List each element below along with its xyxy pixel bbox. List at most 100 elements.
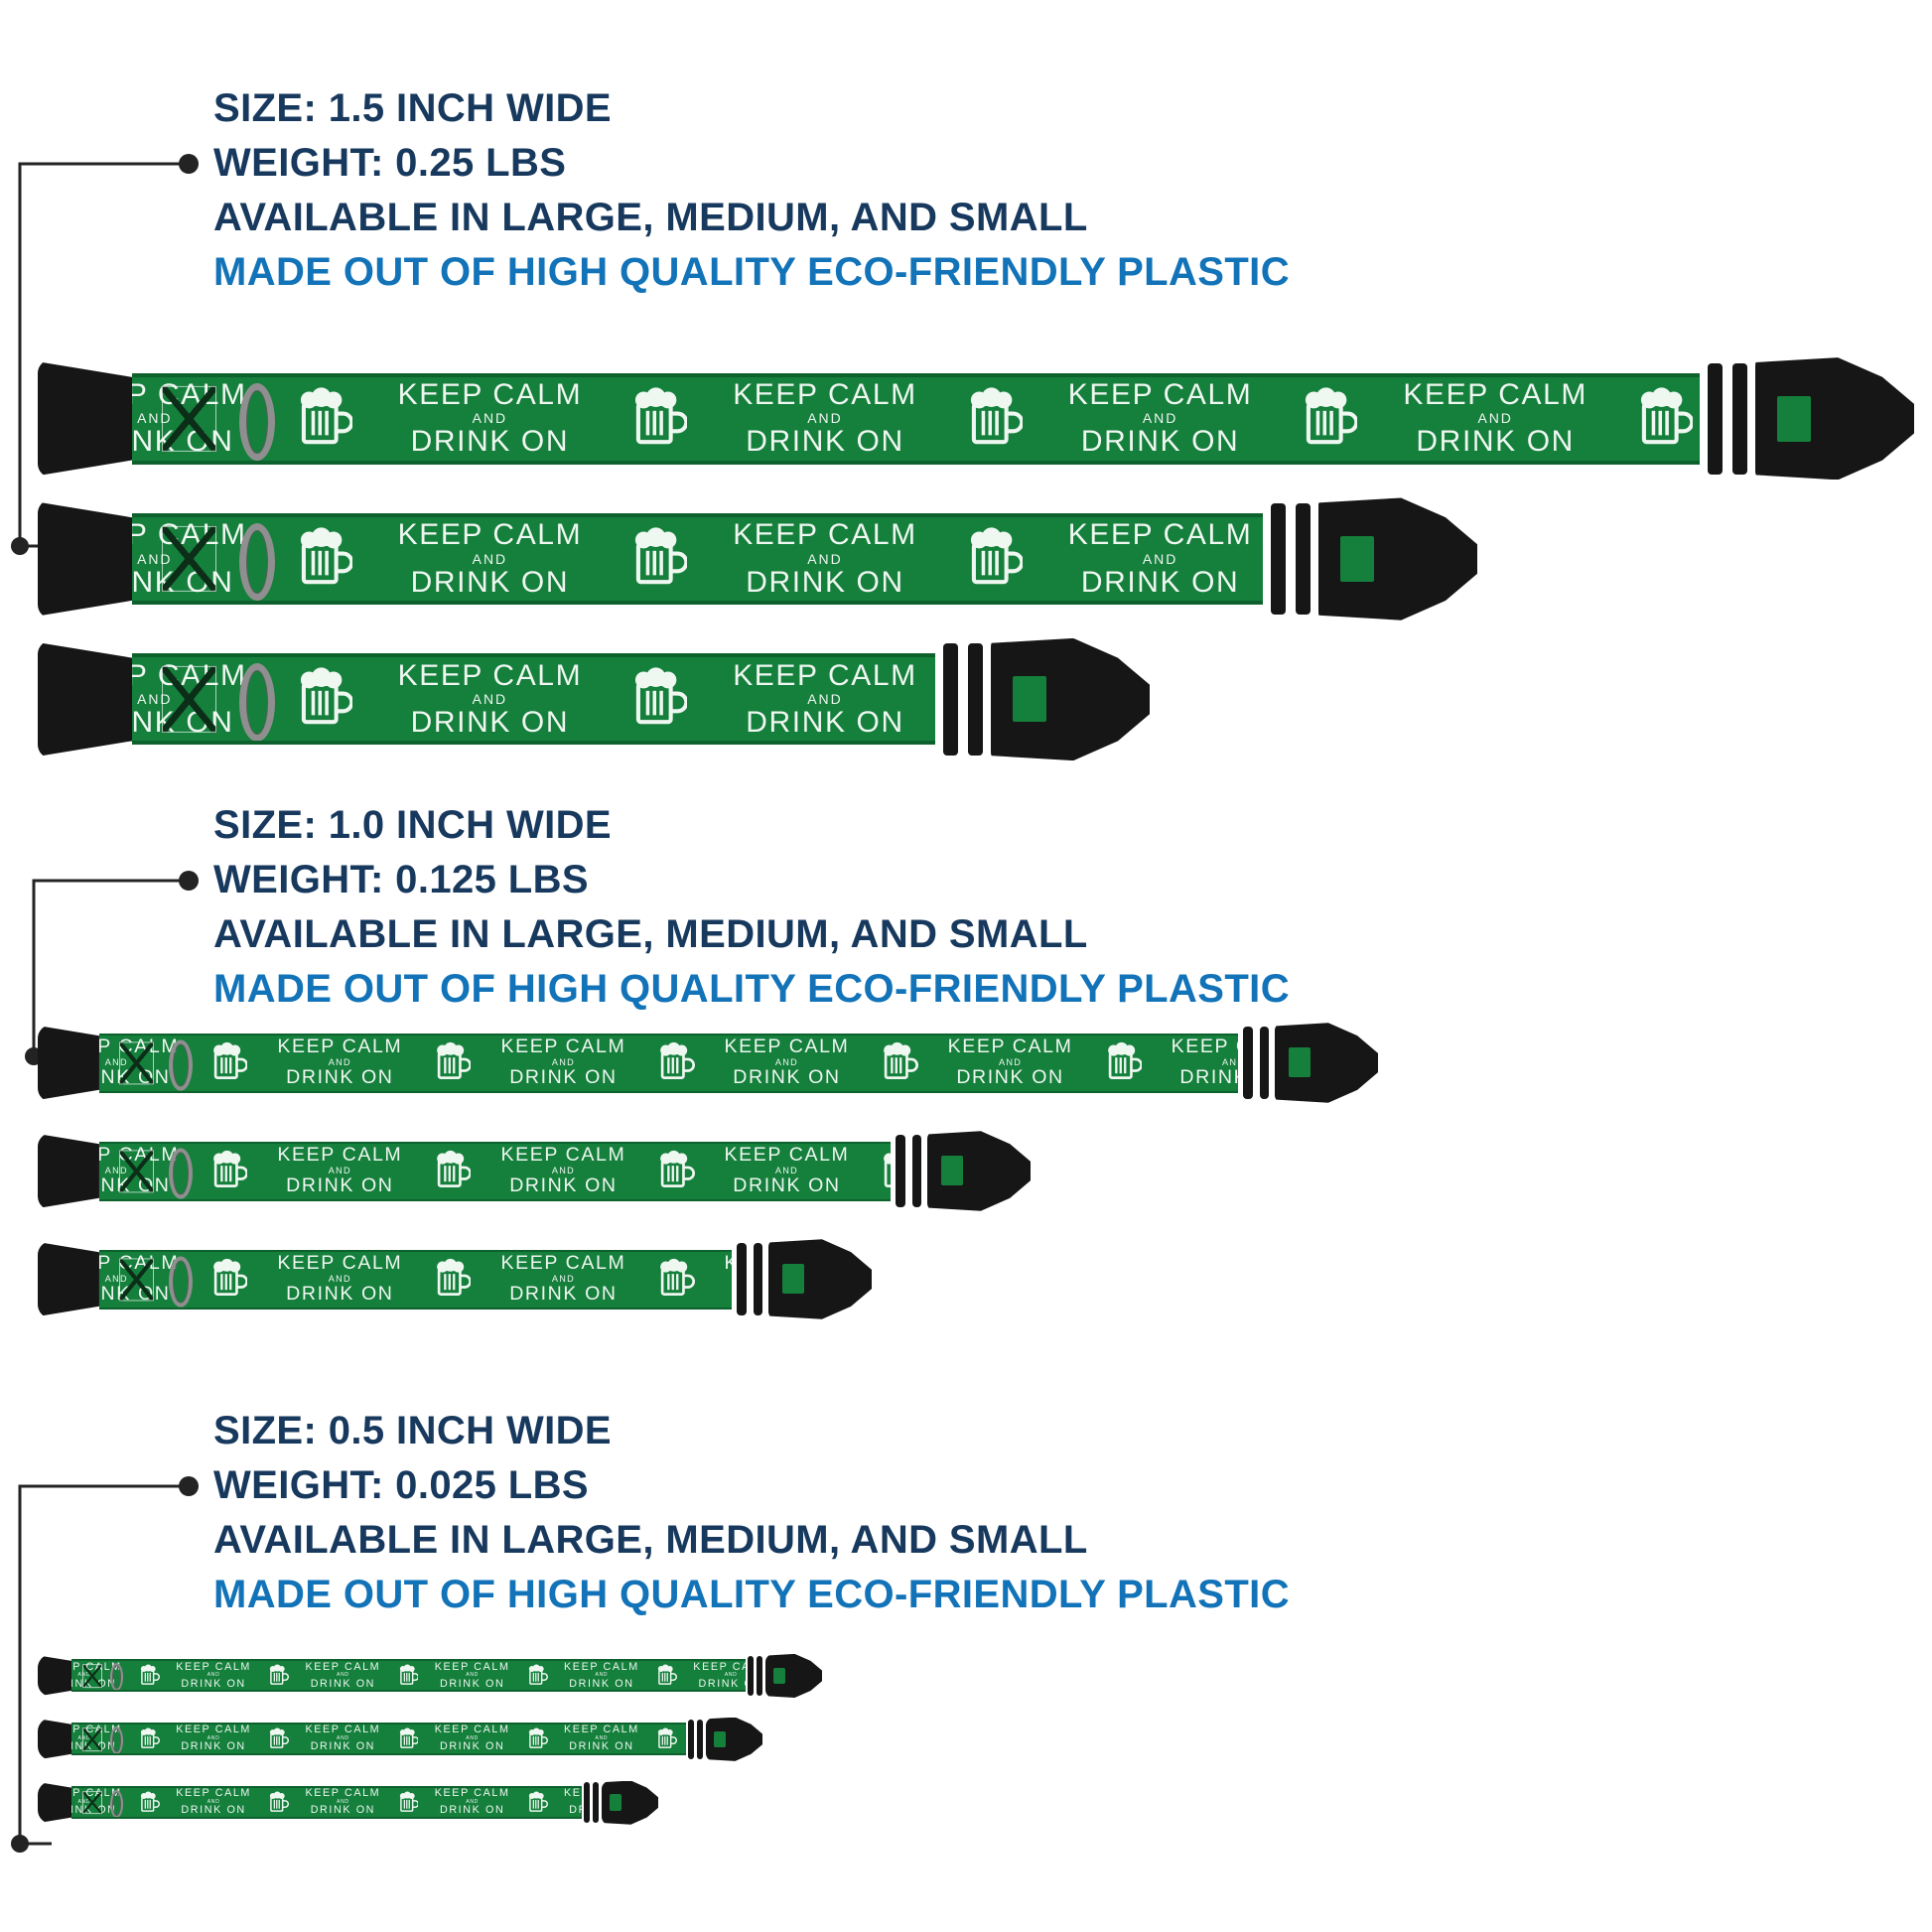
section-0-5-inch: SIZE: 0.5 INCH WIDE WEIGHT: 0.025 LBS AV… (0, 1392, 1932, 1918)
left-buckle (38, 1134, 99, 1208)
right-buckle (767, 1239, 872, 1319)
tri-glide-slider (1708, 362, 1747, 475)
weight-spec: WEIGHT: 0.025 LBS (213, 1463, 589, 1507)
availability-spec: AVAILABLE IN LARGE, MEDIUM, AND SMALL (213, 912, 1088, 956)
collar-text-line1: KEEP CALM (176, 1660, 251, 1673)
left-buckle (38, 1242, 99, 1316)
collar-text-line2: AND (774, 1056, 799, 1067)
beer-mug-icon (300, 667, 352, 725)
collar-text-line1: KEEP CALM (305, 1787, 381, 1800)
stitch-box (118, 1040, 155, 1085)
left-buckle (38, 1026, 99, 1100)
spec-text-block: SIZE: 1.0 INCH WIDE WEIGHT: 0.125 LBS AV… (213, 798, 1290, 1017)
collar-text-line1: KEEP CALM (564, 1787, 582, 1800)
beer-mug-icon (270, 1791, 289, 1812)
d-ring (239, 382, 275, 461)
beer-mug-icon (213, 1258, 248, 1296)
slider-bar (688, 1719, 694, 1759)
collar-text-line2: AND (807, 550, 843, 567)
collar-text-line1: KEEP CALM (397, 377, 583, 411)
beer-mug-icon (399, 1791, 419, 1812)
beer-mug-icon (300, 387, 352, 444)
right-buckle (601, 1780, 658, 1825)
stitch-box (118, 1149, 155, 1193)
collar-text-line2: AND (1142, 550, 1178, 567)
right-buckle (991, 637, 1150, 761)
tri-glide-slider (737, 1242, 763, 1316)
collar-text-line2: AND (337, 1672, 349, 1679)
collar-text-line2: AND (207, 1735, 220, 1742)
beer-mug-icon (399, 1664, 419, 1685)
collar-text-line1: KEEP CALM (733, 658, 917, 692)
collar-text-line1: KEEP CALM (500, 1035, 626, 1058)
slider-bar (697, 1719, 703, 1759)
d-ring (109, 1789, 123, 1818)
collar-text-line3: DRINK ON (410, 425, 570, 459)
beer-mug-icon (635, 387, 688, 444)
collar-text-line3: DRINK ON (569, 1740, 634, 1753)
slider-bar (1243, 1026, 1254, 1100)
collar-text-line3: DRINK ON (1080, 425, 1240, 459)
section-1-0-inch: SIZE: 1.0 INCH WIDE WEIGHT: 0.125 LBS AV… (0, 786, 1932, 1382)
buckle-slot (941, 1156, 964, 1186)
right-buckle (1274, 1023, 1378, 1103)
buckle-slot (713, 1730, 726, 1748)
tri-glide-slider (896, 1134, 922, 1208)
collar-text-line3: DRINK ON (509, 1283, 618, 1306)
beer-mug-icon (658, 1664, 677, 1685)
slider-bar (748, 1655, 754, 1697)
collar-text-line2: AND (551, 1273, 575, 1284)
beer-mug-icon (1640, 387, 1693, 444)
d-ring (239, 663, 275, 742)
collar-text-line2: AND (725, 1275, 733, 1285)
callout-dot (179, 154, 199, 174)
d-ring (109, 1663, 123, 1691)
right-buckle (1318, 497, 1477, 621)
collar-text-line1: KEEP CALM (725, 1253, 733, 1274)
collar-text-line3: DRINK ON (746, 706, 904, 740)
buckle-slot (1289, 1047, 1311, 1078)
beer-mug-icon (635, 667, 688, 725)
collar-text-line1: KEEP CALM (434, 1660, 510, 1673)
slider-bar (757, 1655, 762, 1697)
beer-mug-icon (141, 1791, 160, 1812)
collar-text-line2: AND (328, 1273, 351, 1284)
d-ring (109, 1725, 123, 1754)
left-buckle (38, 1782, 72, 1824)
collar-text-line2: AND (472, 690, 508, 707)
collar-text-line3: DRINK ON (410, 565, 570, 599)
collar-text-line3: DRINK ON (509, 1174, 618, 1197)
collar-text-line2: AND (466, 1735, 479, 1742)
left-buckle (38, 1655, 72, 1697)
callout-dot (179, 1476, 199, 1496)
collar-text-line1: KEEP CALM (564, 1660, 639, 1673)
collar-text-line1: KEEP CALM (176, 1787, 251, 1800)
beer-mug-icon (1107, 1041, 1142, 1079)
collar-text-line3: DRINK ON (956, 1066, 1064, 1089)
collar-text-line3: DRINK ON (310, 1740, 376, 1753)
material-spec: MADE OUT OF HIGH QUALITY ECO-FRIENDLY PL… (213, 967, 1290, 1011)
collar-text-line2: AND (104, 1273, 128, 1284)
